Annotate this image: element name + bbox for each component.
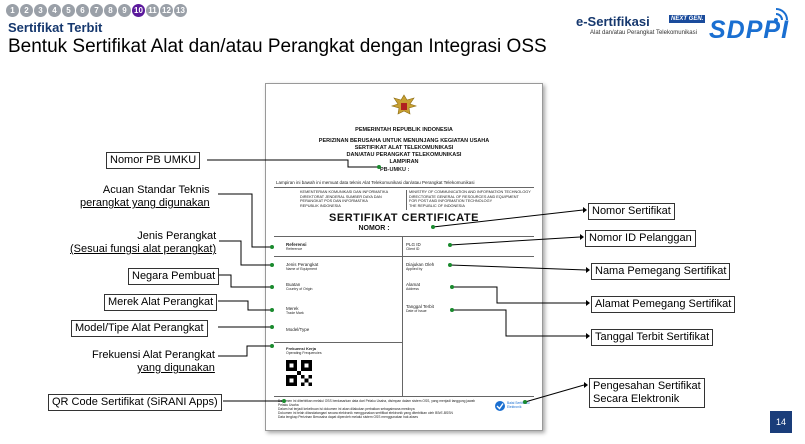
field-alamat: Alamat xyxy=(406,282,421,287)
bsre-logo-icon xyxy=(495,401,505,411)
page-number: 14 xyxy=(770,411,792,433)
step-9: 9 xyxy=(118,4,131,17)
step-1: 1 xyxy=(6,4,19,17)
doc-line2: SERTIFIKAT ALAT TELEKOMUNIKASI xyxy=(354,145,454,151)
step-3: 3 xyxy=(34,4,47,17)
step-2: 2 xyxy=(20,4,33,17)
label-nomor-sertifikat: Nomor Sertifikat xyxy=(588,203,675,220)
label-nomor-id-pelanggan: Nomor ID Pelanggan xyxy=(585,230,696,247)
field-diajukan: Diajukan Oleh xyxy=(406,262,435,267)
step-4: 4 xyxy=(48,4,61,17)
field-jenis: Jenis Perangkat xyxy=(286,262,319,267)
label-negara-pembuat: Negara Pembuat xyxy=(128,268,220,285)
field-tanggal: Tanggal Terbit xyxy=(406,304,434,309)
label-nama-pemegang: Nama Pemegang Sertifikat xyxy=(591,263,731,280)
label-jenis-perangkat: Jenis Perangkat(Sesuai fungsi alat peran… xyxy=(67,229,220,257)
field-referensi: Referensi xyxy=(286,242,307,247)
logo-badge: NEXT GEN. xyxy=(669,15,706,23)
step-6: 6 xyxy=(76,4,89,17)
field-buatan: Buatan xyxy=(286,282,301,287)
doc-cert-title: SERTIFIKAT CERTIFICATE xyxy=(329,212,479,224)
doc-line3: DAN/ATAU PERANGKAT TELEKOMUNIKASI xyxy=(346,152,462,158)
doc-pb-umku: PB-UMKU : xyxy=(380,167,410,173)
step-10: 10 xyxy=(132,4,145,17)
doc-lampiran-note: Lampiran ini bawah ini memuat data tekni… xyxy=(276,180,475,185)
label-merek-alat: Merek Alat Perangkat xyxy=(104,294,218,311)
label-tanggal-terbit: Tanggal Terbit Sertifikat xyxy=(591,329,714,346)
ministry-en: MINISTRY OF COMMUNICATION AND INFORMATIO… xyxy=(409,190,531,208)
doc-gov: PEMERINTAH REPUBLIK INDONESIA xyxy=(355,127,453,133)
label-alamat-pemegang: Alamat Pemegang Sertifikat xyxy=(591,296,736,313)
bsre-label: Balai Sertifikasi Elektronik xyxy=(507,401,530,409)
logo-name: e-Sertifikasi xyxy=(576,14,650,29)
step-13: 13 xyxy=(174,4,187,17)
field-plg-id: PLG ID xyxy=(406,242,421,247)
page-title: Bentuk Sertifikat Alat dan/atau Perangka… xyxy=(8,36,547,57)
doc-footer-notes: Dokumen ini diterbitkan melalui OSS berd… xyxy=(278,399,476,419)
step-7: 7 xyxy=(90,4,103,17)
section-title: Sertifikat Terbit xyxy=(8,20,103,35)
label-qr-code: QR Code Sertifikat (SiRANI Apps) xyxy=(48,394,222,411)
step-5: 5 xyxy=(62,4,75,17)
field-frekuensi: Frekuensi Kerja xyxy=(286,346,317,351)
doc-nomor: NOMOR : xyxy=(358,225,390,232)
signal-icon xyxy=(774,8,788,22)
certificate-document: PEMERINTAH REPUBLIK INDONESIA PERIZINAN … xyxy=(265,83,543,431)
garuda-emblem-icon xyxy=(390,94,418,115)
logo-tagline: Alat dan/atau Perangkat Telekomunikasi xyxy=(590,30,697,36)
label-nomor-pb-umku: Nomor PB UMKU xyxy=(106,152,201,169)
doc-line1: PERIZINAN BERUSAHA UNTUK MENUNJANG KEGIA… xyxy=(318,138,490,144)
label-model-tipe: Model/Tipe Alat Perangkat xyxy=(71,320,208,337)
doc-line4: LAMPIRAN xyxy=(389,159,419,165)
field-merek: Merek xyxy=(286,306,299,311)
step-12: 12 xyxy=(160,4,173,17)
step-8: 8 xyxy=(104,4,117,17)
step-11: 11 xyxy=(146,4,159,17)
field-model: Model/Type xyxy=(286,327,310,332)
qr-code-icon xyxy=(286,360,312,386)
